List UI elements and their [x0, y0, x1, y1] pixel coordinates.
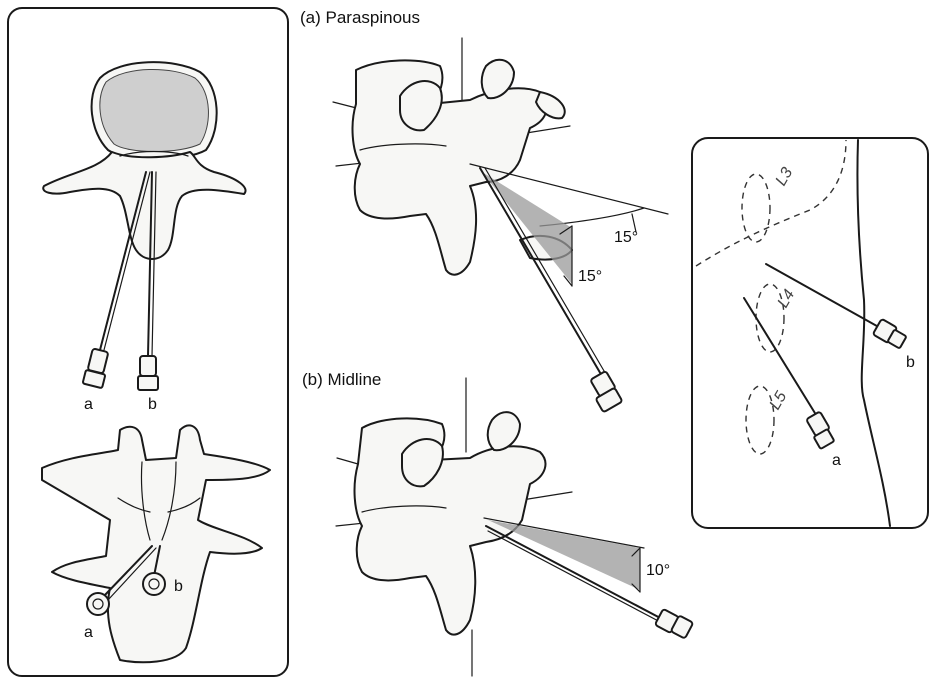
midline-spine: [336, 378, 572, 676]
midline-angle: 10°: [646, 562, 670, 580]
midline-title: (b) Midline: [302, 370, 381, 390]
left-top-label-a: a: [84, 396, 93, 414]
posterior-spine-view: [42, 425, 270, 662]
axial-vertebra: [43, 62, 245, 259]
paraspinous-title: (a) Paraspinous: [300, 8, 420, 28]
paraspinous-angle-lines: [470, 164, 668, 286]
paraspinous-angle-upper: 15°: [614, 229, 638, 247]
left-top-label-b: b: [148, 396, 157, 414]
paraspinous-angle-lower: 15°: [578, 268, 602, 286]
right-needle-a-label: a: [832, 452, 841, 470]
right-panel-anatomy: [696, 140, 890, 526]
right-needle-b-label: b: [906, 354, 915, 372]
paraspinous-needle: [480, 168, 623, 412]
right-needle-a: [744, 298, 834, 449]
left-bottom-label-b: b: [174, 578, 183, 596]
left-bottom-label-a: a: [84, 624, 93, 642]
midline-angle-lines: [484, 518, 644, 592]
